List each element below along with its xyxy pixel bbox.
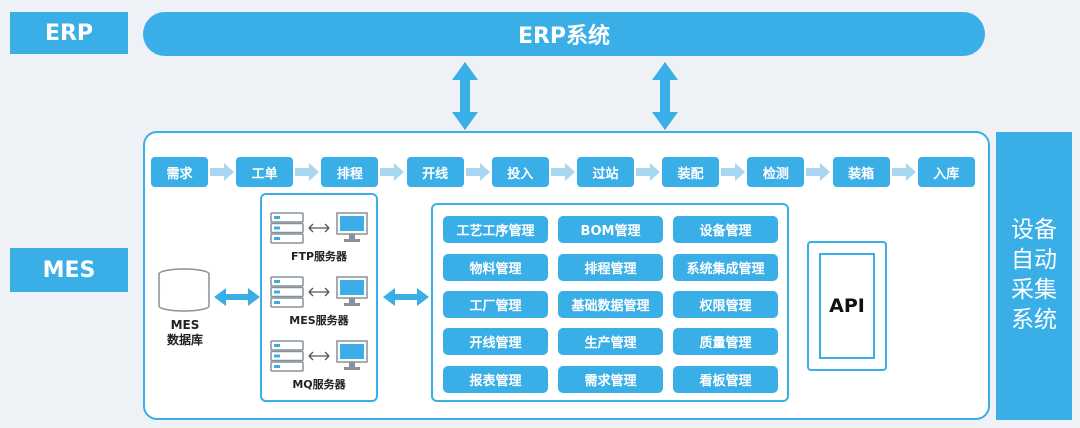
monitor-icon (336, 212, 368, 242)
server-module-arrow (383, 288, 429, 306)
module-0-2: 设备管理 (673, 216, 778, 243)
flow-step-4: 开线 (406, 157, 464, 187)
flow-arrow-7 (721, 163, 746, 181)
database-icon (158, 268, 210, 312)
module-1-0: 物料管理 (443, 254, 548, 281)
database-label-line1: MES (170, 318, 200, 332)
module-3-1: 生产管理 (558, 328, 663, 355)
flow-arrow-6 (636, 163, 660, 181)
erp-mes-arrow-right (652, 62, 678, 130)
server-link-arrow-icon (308, 351, 330, 361)
right-col-line-1: 设备 (1011, 217, 1057, 244)
flow-arrow-3 (380, 163, 405, 181)
server-rack-icon (270, 212, 304, 244)
server-label-1: FTP服务器 (290, 250, 348, 263)
flow-arrow-8 (806, 163, 831, 181)
server-rack-icon (270, 340, 304, 372)
db-server-arrow (214, 288, 260, 306)
flow-step-5: 投入 (491, 157, 549, 187)
erp-side-label: ERP (10, 12, 128, 54)
flow-arrow-5 (550, 163, 575, 181)
server-link-arrow-icon (308, 287, 330, 297)
module-4-2: 看板管理 (673, 366, 778, 393)
flow-step-7: 装配 (662, 157, 720, 187)
module-1-1: 排程管理 (558, 254, 663, 281)
right-col-line-2: 自动 (1011, 247, 1057, 274)
flow-arrow-1 (210, 163, 234, 181)
module-3-0: 开线管理 (443, 328, 548, 355)
flow-step-1: 需求 (151, 157, 208, 187)
erp-system-bar: ERP系统 (143, 12, 985, 56)
database-label-line2: 数据库 (166, 333, 203, 347)
monitor-icon (336, 276, 368, 306)
module-2-0: 工厂管理 (443, 291, 548, 318)
flow-step-2: 工单 (236, 157, 294, 187)
module-0-0: 工艺工序管理 (443, 216, 548, 243)
module-2-1: 基础数据管理 (558, 291, 663, 318)
module-1-2: 系统集成管理 (673, 254, 778, 281)
flow-step-9: 装箱 (832, 157, 890, 187)
server-label-2: MES服务器 (289, 314, 349, 327)
equipment-collection-system: 设备 自动 采集 系统 (996, 132, 1072, 420)
right-col-line-3: 采集 (1011, 277, 1057, 303)
flow-arrow-2 (295, 163, 320, 181)
monitor-icon (336, 340, 368, 370)
module-3-2: 质量管理 (673, 328, 778, 355)
server-link-arrow-icon (308, 223, 330, 233)
flow-step-6: 过站 (577, 157, 634, 187)
flow-step-3: 排程 (321, 157, 379, 187)
database-label: MES 数据库 (150, 318, 220, 348)
server-label-3: MQ服务器 (292, 378, 346, 391)
module-4-0: 报表管理 (443, 366, 548, 393)
flow-arrow-4 (465, 163, 490, 181)
module-2-2: 权限管理 (673, 291, 778, 318)
server-rack-icon (270, 276, 304, 308)
module-0-1: BOM管理 (558, 216, 663, 243)
right-col-line-4: 系统 (1011, 306, 1057, 333)
module-4-1: 需求管理 (558, 366, 663, 393)
erp-mes-arrow-left (452, 62, 478, 130)
flow-step-10: 入库 (917, 157, 975, 187)
api-label: API (819, 253, 875, 359)
flow-step-8: 检测 (747, 157, 805, 187)
mes-side-label: MES (10, 248, 128, 292)
flow-arrow-9 (891, 163, 916, 181)
